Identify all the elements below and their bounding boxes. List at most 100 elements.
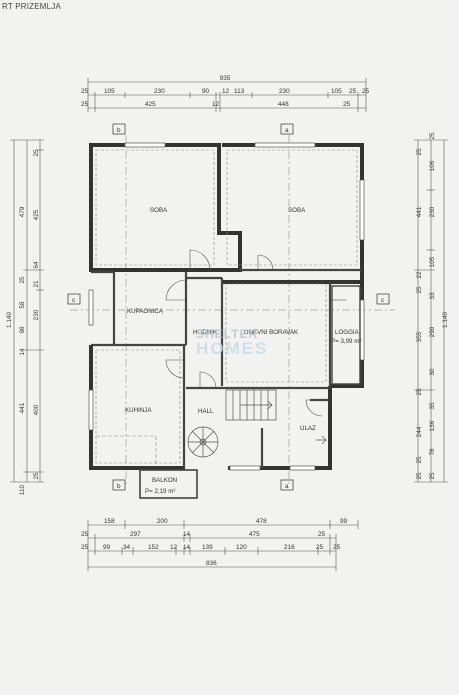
dim-right-b1: 106 (429, 160, 436, 171)
dim-top-total: 935 (220, 75, 231, 82)
dim-top-r2-9: 25 (362, 88, 370, 95)
dim-bottom-r1-0: 158 (104, 518, 115, 525)
dim-bottom-r3-0: 25 (81, 544, 89, 551)
dim-bottom-r3-7: 120 (236, 544, 247, 551)
room-labels: SOBA SOBA KUPAONICA HODNIK DNEVNI BORAVA… (125, 207, 361, 495)
right-dimension-lines (414, 139, 448, 483)
dim-right-b10: 25 (429, 472, 436, 480)
dim-top-r2-3: 90 (202, 88, 210, 95)
room-soba-right: SOBA (288, 207, 306, 214)
exterior-walls (89, 143, 364, 470)
dim-left-a5: 441 (19, 402, 26, 413)
top-dimension-labels: 935 25 105 230 90 12 113 230 105 25 25 2… (81, 75, 370, 108)
dim-bottom-r2-3: 475 (249, 531, 260, 538)
dim-top-r2-5: 113 (234, 88, 245, 95)
dim-left-a0: 479 (19, 206, 26, 217)
bottom-dimension-labels: 158 200 478 99 25 297 14 475 25 25 99 34… (81, 518, 348, 567)
dim-left-a4: 14 (19, 348, 26, 356)
dim-left-b0: 25 (33, 149, 40, 157)
section-mark-b-top: b (117, 127, 121, 134)
dim-bottom-r2-1: 297 (130, 531, 141, 538)
top-dimension-lines (87, 78, 367, 112)
dim-right-a4: 355 (416, 331, 423, 342)
dim-right-b3: 105 (429, 256, 436, 267)
dim-bottom-r3-8: 216 (284, 544, 295, 551)
dim-top-r2-6: 230 (279, 88, 290, 95)
dim-top-r3-3: 448 (278, 101, 289, 108)
dim-top-r3-2: 12 (212, 101, 220, 108)
dim-right-a3: 22 (416, 271, 423, 279)
section-mark-b-bottom: b (117, 483, 121, 490)
dim-bottom-r3-2: 34 (123, 544, 131, 551)
dim-left-a1: 25 (19, 276, 26, 284)
dim-bottom-r3-4: 12 (170, 544, 178, 551)
room-loggia-area: P= 3,99 m² (331, 338, 361, 345)
dim-top-r3-0: 25 (81, 101, 89, 108)
dim-bottom-r3-5: 14 (183, 544, 191, 551)
dim-left-a3: 98 (19, 326, 26, 334)
dim-bottom-r1-3: 99 (340, 518, 348, 525)
dim-left-b4: 230 (33, 309, 40, 320)
dim-bottom-total: 836 (206, 560, 217, 567)
dim-left-b5: 400 (33, 404, 40, 415)
dim-top-r2-7: 105 (331, 88, 342, 95)
dim-top-r3-4: 25 (343, 101, 351, 108)
dim-right-b4: 33 (429, 292, 436, 300)
section-mark-a-bottom: a (285, 483, 289, 490)
dim-top-r2-0: 25 (81, 88, 89, 95)
dim-left-a6: 110 (19, 484, 26, 495)
dim-bottom-r1-2: 478 (256, 518, 267, 525)
dim-right-b5: 290 (429, 326, 436, 337)
dim-bottom-r2-2: 14 (183, 531, 191, 538)
entrance-arrow (316, 435, 327, 445)
dim-top-r2-4: 12 (222, 88, 230, 95)
room-ulaz: ULAZ (300, 425, 316, 432)
room-balkon: BALKON (152, 477, 177, 484)
dim-bottom-r3-1: 99 (103, 544, 111, 551)
dim-right-a1: 441 (416, 206, 423, 217)
windows (88, 142, 365, 471)
plan-title: RT PRIZEMLJA (2, 2, 62, 11)
dim-top-r2-2: 230 (154, 88, 165, 95)
watermark-line2: HOMES (196, 339, 268, 358)
dim-right-b9: 78 (429, 448, 436, 456)
room-loggia: LOGGIA (335, 329, 360, 336)
loggia-frame (331, 285, 361, 385)
room-kupaonica: KUPAONICA (127, 308, 164, 315)
section-mark-c-left: c (72, 297, 76, 304)
dim-bottom-r1-1: 200 (157, 518, 168, 525)
room-dnevni-boravak: DNEVNI BORAVAK (244, 329, 299, 336)
dim-bottom-r3-6: 139 (202, 544, 213, 551)
room-hall: HALL (198, 408, 214, 415)
dim-right-a8: 25 (416, 472, 423, 480)
dim-right-b2: 230 (429, 206, 436, 217)
dim-right-b0: 25 (429, 132, 436, 140)
room-kuhinja: KUHINJA (125, 407, 152, 414)
left-dimension-lines (10, 139, 44, 483)
dim-right-a5: 25 (416, 388, 423, 396)
dim-left-b1: 425 (33, 209, 40, 220)
section-mark-boxes (67, 123, 390, 491)
dim-right-a6: 244 (416, 426, 423, 437)
dim-top-r2-1: 105 (104, 88, 115, 95)
dim-right-total: 1.140 (442, 312, 449, 328)
dim-left-total: 1.140 (6, 312, 13, 328)
section-lines (70, 135, 395, 485)
dim-right-b6: 30 (429, 368, 436, 376)
dim-right-b8: 136 (429, 420, 436, 431)
dim-left-b2: 64 (33, 261, 40, 269)
dim-bottom-r3-9: 25 (316, 544, 324, 551)
room-soba-left: SOBA (150, 207, 168, 214)
dim-bottom-r2-4: 25 (318, 531, 326, 538)
section-mark-labels: b a b a c c (72, 127, 385, 490)
left-dimension-labels: 1.140 479 25 58 98 14 441 110 25 425 64 … (6, 149, 40, 495)
dim-top-r2-8: 25 (349, 88, 357, 95)
watermark-logo: SHELTER HOMES (196, 327, 268, 358)
section-mark-c-right: c (381, 297, 385, 304)
balcony (139, 469, 198, 499)
dim-bottom-r3-10: 25 (333, 544, 341, 551)
kitchen-counter (96, 435, 157, 464)
hatch-lines (95, 149, 358, 464)
